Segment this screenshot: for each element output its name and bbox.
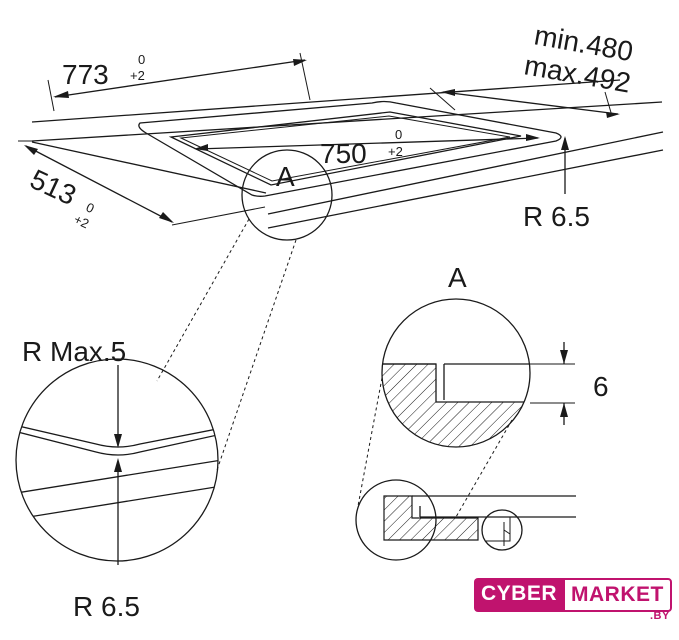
width-value: 773: [62, 59, 109, 90]
small-cross-section: [355, 479, 576, 561]
cybermarket-logo: CYBER MARKET .BY: [474, 578, 672, 622]
corner-radius-leader: R 6.5: [523, 136, 590, 232]
detail-section-height: 6: [593, 371, 609, 402]
callout-circle-a: A: [156, 149, 333, 471]
detail-left: R Max.5 R 6.5: [15, 336, 219, 622]
inner-tol-upper: 0: [395, 127, 402, 142]
dimension-min-max: min.480 max.492: [429, 19, 635, 118]
inner-value: 750: [320, 138, 367, 169]
worktop-outline: [31, 79, 664, 229]
detail-section-title: A: [448, 262, 467, 293]
cutout-frame: [138, 100, 562, 197]
width-tol-lower: +2: [130, 68, 145, 83]
logo-suffix: .BY: [650, 610, 670, 622]
logo-part-market: MARKET: [563, 578, 672, 612]
dimension-750: 750 0 +2: [194, 127, 540, 169]
detail-left-top-label: R Max.5: [22, 336, 126, 367]
inner-tol-lower: +2: [388, 144, 403, 159]
width-tol-upper: 0: [138, 52, 145, 67]
logo-part-cyber: CYBER: [474, 578, 564, 612]
depth-tol-lower: +2: [72, 211, 92, 231]
detail-left-bottom-label: R 6.5: [73, 591, 140, 622]
depth-tol-upper: 0: [84, 200, 97, 217]
dimension-513: 513 0 +2: [18, 140, 266, 231]
corner-radius-label: R 6.5: [523, 201, 590, 232]
dimension-773: 773 0 +2: [47, 52, 311, 112]
detail-section-a: A 6: [357, 262, 609, 518]
callout-label: A: [276, 161, 295, 192]
